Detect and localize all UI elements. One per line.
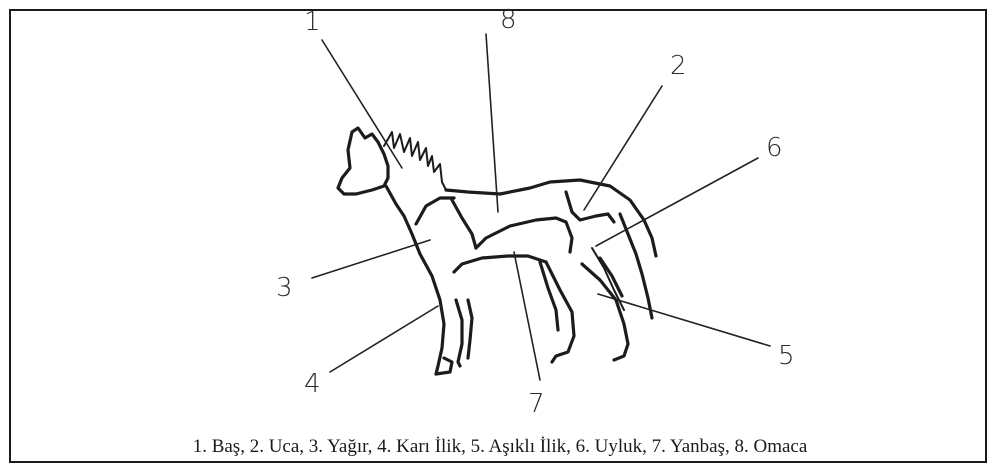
leader-lines: [312, 34, 770, 380]
leader-line-7: [514, 252, 540, 380]
label-number-4: 4: [304, 369, 321, 399]
label-number-2: 2: [670, 51, 687, 81]
leader-line-3: [312, 240, 430, 278]
leader-line-6: [596, 158, 758, 246]
leader-line-2: [584, 86, 662, 210]
label-number-7: 7: [528, 389, 545, 419]
label-number-6: 6: [766, 133, 783, 163]
diagram-caption: 1. Baş, 2. Uca, 3. Yağır, 4. Karı İlik, …: [0, 436, 1000, 458]
leader-line-8: [486, 34, 498, 212]
label-number-3: 3: [276, 273, 293, 303]
leader-line-1: [322, 40, 402, 168]
label-number-8: 8: [500, 5, 517, 35]
label-number-5: 5: [778, 341, 795, 371]
leader-line-4: [330, 306, 438, 372]
label-number-1: 1: [304, 7, 321, 37]
